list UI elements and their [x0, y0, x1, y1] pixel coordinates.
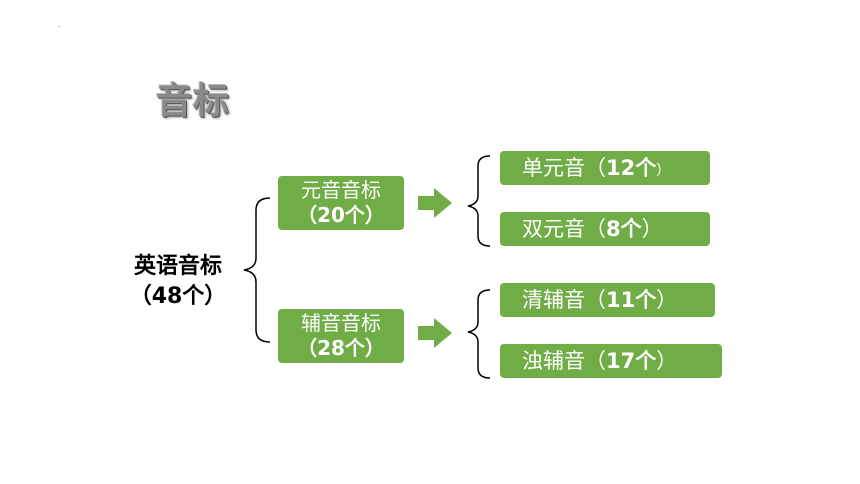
leaf-voiceless-consonants: 清辅音（11个）: [500, 283, 715, 317]
root-label: 英语音标: [133, 254, 222, 279]
leaf-count: 12个: [606, 156, 657, 180]
leaf-diphthongs: 双元音（8个）: [500, 212, 710, 246]
leaf-voiced-consonants: 浊辅音（17个）: [500, 344, 722, 378]
leaf-name: 浊辅音（: [522, 349, 606, 373]
root-node: 英语音标 （48个）: [120, 252, 236, 312]
root-count: （48个）: [129, 284, 227, 309]
category-count: （28个）: [297, 336, 385, 360]
root-brace: [243, 197, 271, 343]
leaf-name: 清辅音（: [522, 288, 606, 312]
vowel-brace: [467, 155, 491, 247]
leaf-close: ）: [656, 349, 678, 373]
consonant-arrow-icon: [418, 318, 452, 348]
category-consonants: 辅音音标 （28个）: [278, 309, 404, 363]
slide-title: 音标: [156, 81, 231, 122]
consonant-brace: [467, 289, 491, 379]
leaf-name: 单元音（: [522, 156, 606, 180]
leaf-monophthongs: 单元音（12个）: [500, 151, 710, 185]
leaf-name: 双元音（: [522, 217, 606, 241]
category-vowels: 元音音标 （20个）: [278, 176, 404, 230]
leaf-close: ）: [656, 163, 671, 179]
leaf-count: 8个: [606, 217, 642, 241]
vowel-arrow-icon: [418, 188, 452, 218]
category-count: （20个）: [297, 203, 385, 227]
leaf-close: ）: [641, 217, 663, 241]
category-name: 元音音标: [301, 178, 381, 202]
leaf-count: 11个: [606, 288, 657, 312]
category-name: 辅音音标: [301, 311, 381, 335]
leaf-count: 17个: [606, 349, 657, 373]
slide-marker: .: [58, 20, 61, 29]
leaf-close: ）: [656, 288, 678, 312]
